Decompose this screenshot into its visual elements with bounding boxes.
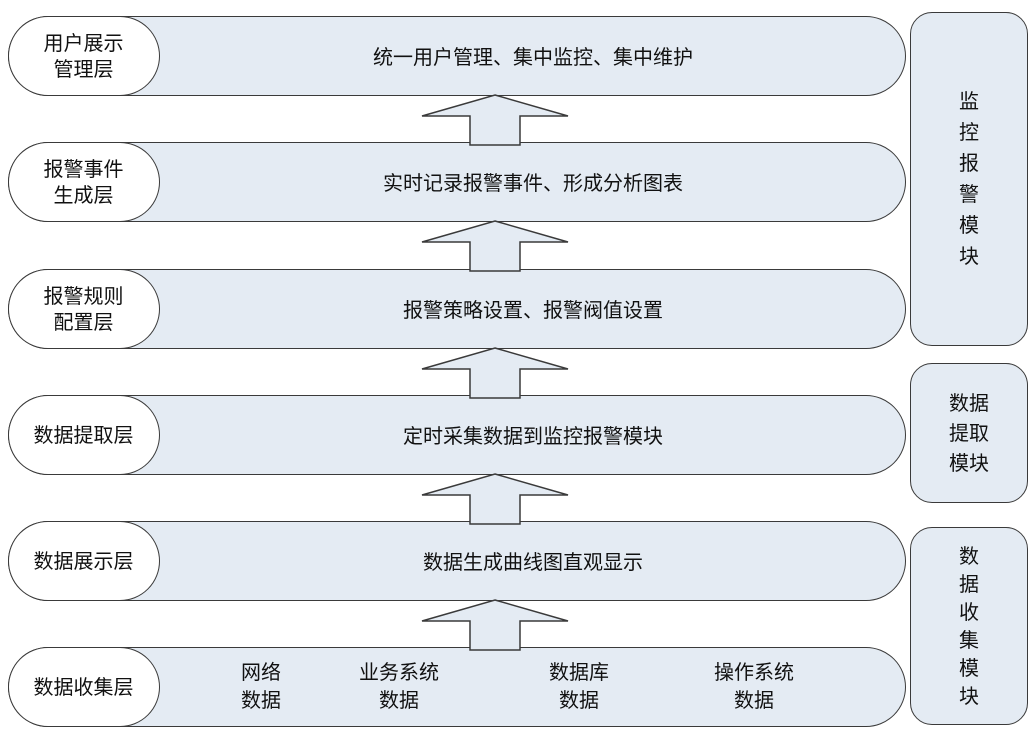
layer-data-collection: 数据收集层 网络 数据 业务系统 数据 数据库 数据 操作系统 数据 [7, 646, 906, 727]
layer-description: 统一用户管理、集中监控、集中维护 [373, 45, 693, 69]
layer-label: 数据提取层 [7, 394, 160, 475]
layer-data-extraction: 数据提取层 定时采集数据到监控报警模块 [7, 394, 906, 475]
layer-label: 用户展示 管理层 [7, 15, 160, 96]
source-database-data: 数据库 数据 [549, 660, 609, 712]
layer-description: 数据生成曲线图直观显示 [423, 550, 643, 574]
up-arrow-icon [421, 473, 569, 525]
layer-label: 报警规则 配置层 [7, 268, 160, 349]
source-os-data: 操作系统 数据 [714, 660, 794, 712]
up-arrow-icon [421, 347, 569, 399]
layer-alarm-rule-config: 报警规则 配置层 报警策略设置、报警阀值设置 [7, 268, 906, 349]
up-arrow-icon [421, 94, 569, 146]
module-data-extraction: 数据 提取 模块 [910, 363, 1028, 503]
layer-label: 数据展示层 [7, 520, 160, 601]
layer-description: 实时记录报警事件、形成分析图表 [383, 171, 683, 195]
layer-user-display-management: 用户展示 管理层 统一用户管理、集中监控、集中维护 [7, 15, 906, 96]
up-arrow-icon [421, 599, 569, 651]
layer-alarm-event-generation: 报警事件 生成层 实时记录报警事件、形成分析图表 [7, 141, 906, 222]
layer-data-display: 数据展示层 数据生成曲线图直观显示 [7, 520, 906, 601]
source-business-system-data: 业务系统 数据 [359, 660, 439, 712]
layer-label: 数据收集层 [7, 646, 160, 727]
layer-description: 报警策略设置、报警阀值设置 [403, 298, 663, 322]
up-arrow-icon [421, 220, 569, 272]
source-network-data: 网络 数据 [241, 660, 281, 712]
module-data-collection: 数 据 收 集 模 块 [910, 527, 1028, 725]
layer-label: 报警事件 生成层 [7, 141, 160, 222]
layer-description: 定时采集数据到监控报警模块 [403, 424, 663, 448]
module-monitoring-alarm: 监 控 报 警 模 块 [910, 12, 1028, 346]
